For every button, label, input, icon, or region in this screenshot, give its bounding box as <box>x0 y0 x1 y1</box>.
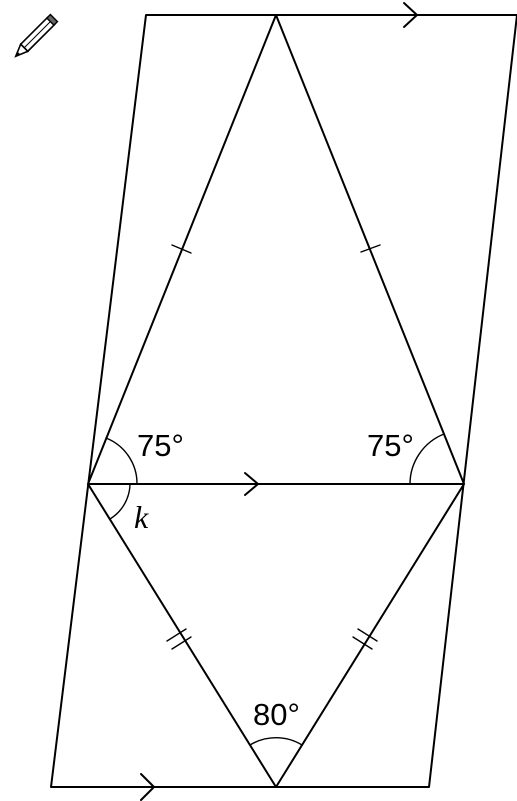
angle-arc-upper-right <box>409 433 445 485</box>
upper-triangle <box>87 14 465 485</box>
angle-label-upper-left: 75° <box>137 428 184 463</box>
angle-label-bottom: 80° <box>253 697 300 732</box>
angle-arc-k <box>109 483 131 520</box>
double-tick-lower-right <box>352 628 378 650</box>
parallel-arrow-top <box>403 2 418 28</box>
angle-label-k: k <box>134 499 149 535</box>
tick-mark-upper-right <box>360 244 381 253</box>
angle-arc-bottom <box>249 737 303 746</box>
double-tick-lower-left <box>166 628 192 650</box>
parallel-arrow-bottom <box>140 773 155 801</box>
tick-mark-upper-left <box>171 244 192 254</box>
angle-arc-upper-left <box>105 437 138 485</box>
parallel-arrow-middle <box>244 472 259 496</box>
lower-triangle <box>87 483 465 788</box>
parallelogram <box>50 14 517 788</box>
pencil-icon <box>14 13 59 58</box>
angle-label-upper-right: 75° <box>367 428 414 463</box>
